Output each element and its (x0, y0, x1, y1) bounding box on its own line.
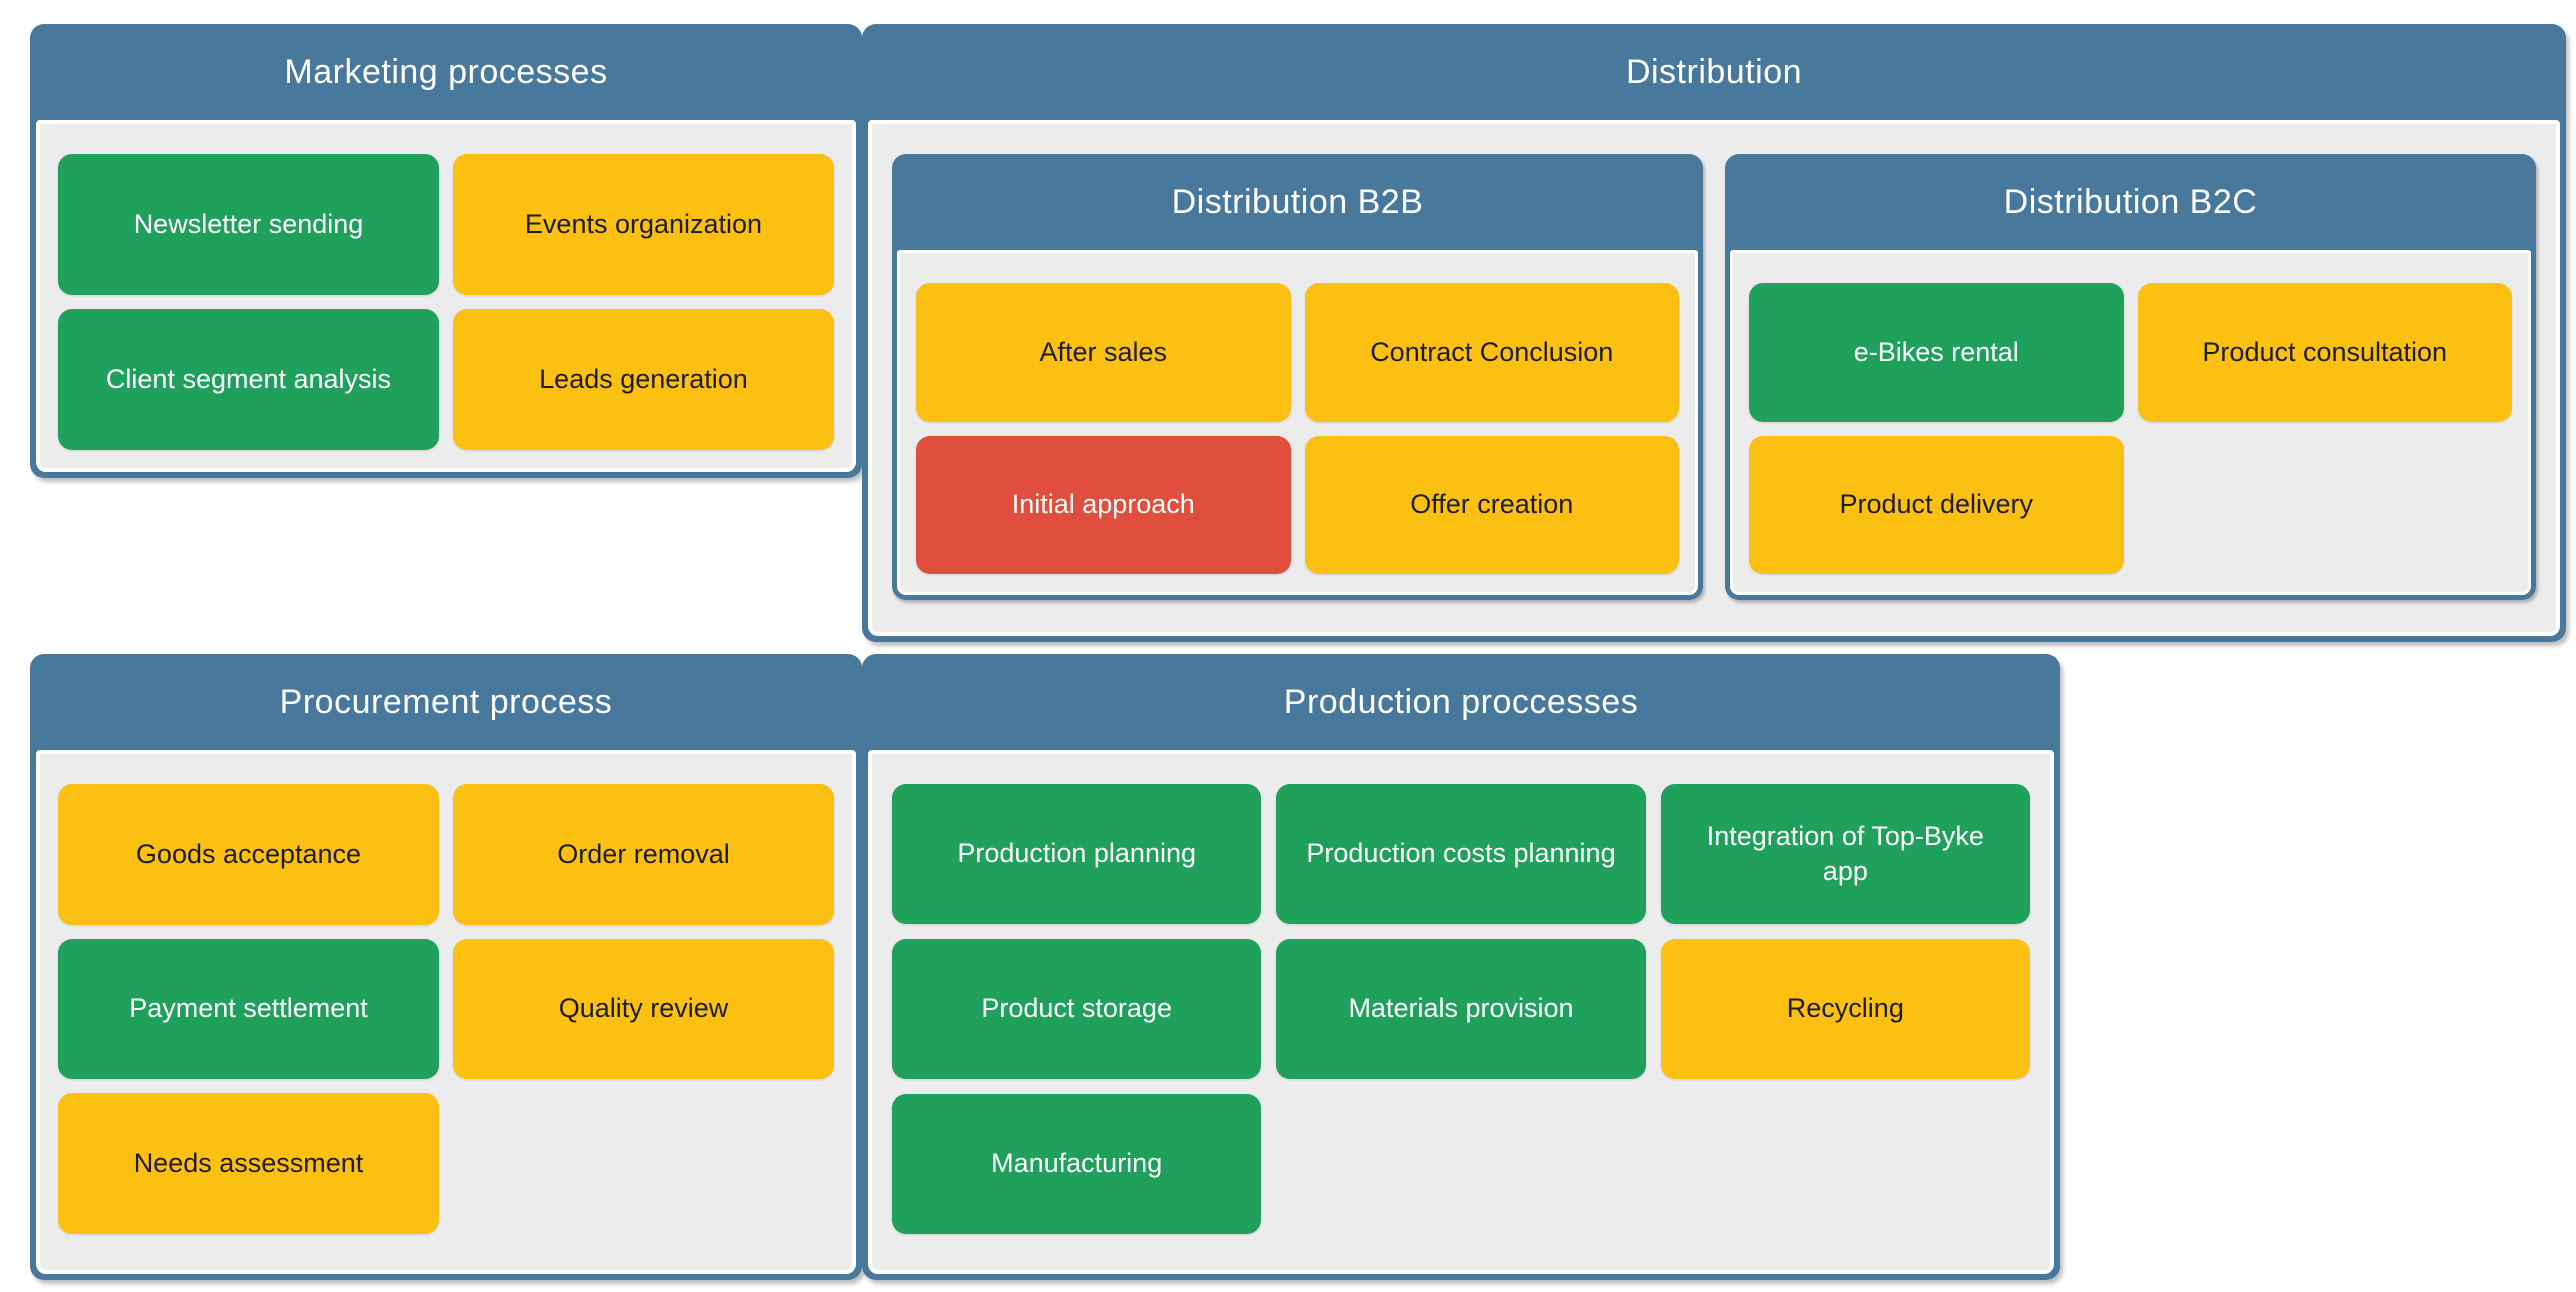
process-card[interactable]: Initial approach (916, 435, 1291, 574)
group-title-distribution: Distribution (1625, 52, 1803, 91)
group-marketing-processes: Marketing processes Newsletter sending E… (30, 24, 862, 478)
subgroup-title-b2c: Distribution B2C (2003, 182, 2258, 221)
process-card[interactable]: Production planning (892, 784, 1262, 924)
process-card[interactable]: Newsletter sending (58, 154, 439, 295)
process-card[interactable]: Materials provision (1276, 939, 1646, 1079)
process-card[interactable]: Product delivery (1749, 435, 2124, 574)
process-card[interactable]: Leads generation (453, 309, 834, 450)
process-card[interactable]: Recycling (1660, 939, 2030, 1079)
process-card[interactable]: Integration of Top-Byke app (1660, 784, 2030, 924)
subgroup-body-b2c: e-Bikes rental Product consultation Prod… (1730, 250, 2531, 595)
group-distribution: Distribution Distribution B2B After sale… (862, 24, 2566, 642)
process-card[interactable]: Events organization (453, 154, 834, 295)
process-card[interactable]: Order removal (453, 784, 834, 925)
process-card[interactable]: Payment settlement (58, 938, 439, 1080)
group-body-production: Production planning Production costs pla… (868, 750, 2054, 1274)
process-card[interactable]: Contract Conclusion (1304, 283, 1679, 422)
group-title-production: Production proccesses (1283, 682, 1639, 721)
group-body-distribution: Distribution B2B After sales Contract Co… (868, 120, 2560, 636)
process-card[interactable]: Product consultation (2137, 283, 2512, 422)
process-card[interactable]: Product storage (892, 939, 1262, 1079)
subgroup-body-b2b: After sales Contract Conclusion Initial … (897, 250, 1698, 595)
subgroup-title-b2b: Distribution B2B (1171, 182, 1424, 221)
process-card[interactable]: Production costs planning (1276, 784, 1646, 924)
process-card[interactable]: After sales (916, 283, 1291, 422)
process-card[interactable]: Offer creation (1304, 435, 1679, 574)
group-title-procurement: Procurement process (279, 682, 613, 721)
group-title-marketing: Marketing processes (284, 52, 608, 91)
subgroup-distribution-b2b: Distribution B2B After sales Contract Co… (892, 154, 1703, 600)
process-card[interactable]: Needs assessment (58, 1093, 439, 1234)
group-body-procurement: Goods acceptance Order removal Payment s… (36, 750, 856, 1274)
process-card[interactable]: Quality review (453, 938, 834, 1080)
group-procurement-process: Procurement process Goods acceptance Ord… (30, 654, 862, 1280)
subgroup-distribution-b2c: Distribution B2C e-Bikes rental Product … (1725, 154, 2536, 600)
process-card[interactable]: Goods acceptance (58, 784, 439, 925)
group-body-marketing: Newsletter sending Events organization C… (36, 120, 856, 472)
process-card[interactable]: e-Bikes rental (1749, 283, 2124, 422)
group-production-processes: Production proccesses Production plannin… (862, 654, 2060, 1280)
process-card[interactable]: Client segment analysis (58, 309, 439, 450)
process-card[interactable]: Manufacturing (892, 1094, 1262, 1234)
